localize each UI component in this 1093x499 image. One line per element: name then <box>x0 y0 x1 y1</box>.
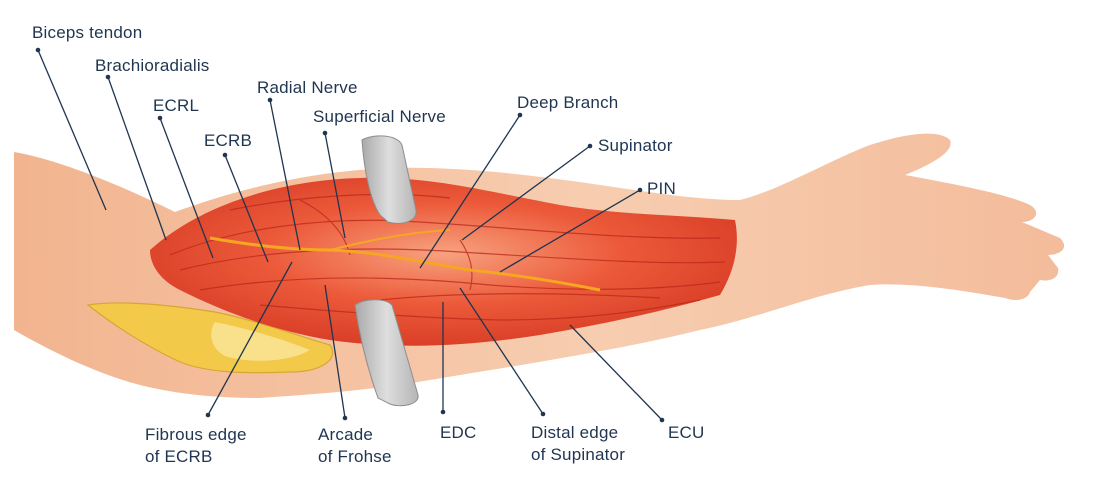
lower-band <box>354 299 419 407</box>
label-distal-edge-line2: of Supinator <box>531 445 626 464</box>
label-ecrb: ECRB <box>204 131 253 150</box>
label-edc: EDC <box>440 423 477 442</box>
label-fibrous-edge: Fibrous edge of ECRB <box>145 424 247 468</box>
label-ecrl: ECRL <box>153 96 200 115</box>
bone-highlight <box>211 322 310 361</box>
superficial-nerve-path <box>329 229 451 251</box>
label-fibrous-edge-line1: Fibrous edge <box>145 425 247 444</box>
label-distal-edge-line1: Distal edge <box>531 423 619 442</box>
label-ecu: ECU <box>668 423 705 442</box>
label-biceps-tendon: Biceps tendon <box>32 23 143 42</box>
label-arcade-line2: of Frohse <box>318 447 392 466</box>
label-radial-nerve: Radial Nerve <box>257 78 358 97</box>
label-distal-edge: Distal edge of Supinator <box>531 422 625 466</box>
label-superficial-nerve: Superficial Nerve <box>313 107 446 126</box>
label-brachioradialis: Brachioradialis <box>95 56 210 75</box>
label-deep-branch: Deep Branch <box>517 93 619 112</box>
label-supinator: Supinator <box>598 136 673 155</box>
label-fibrous-edge-line2: of ECRB <box>145 447 213 466</box>
leader-lines <box>35 47 665 423</box>
label-arcade-line1: Arcade <box>318 425 374 444</box>
label-arcade-of-frohse: Arcade of Frohse <box>318 424 392 468</box>
label-pin: PIN <box>647 179 676 198</box>
radial-nerve-path <box>209 236 601 292</box>
upper-band <box>361 135 417 224</box>
